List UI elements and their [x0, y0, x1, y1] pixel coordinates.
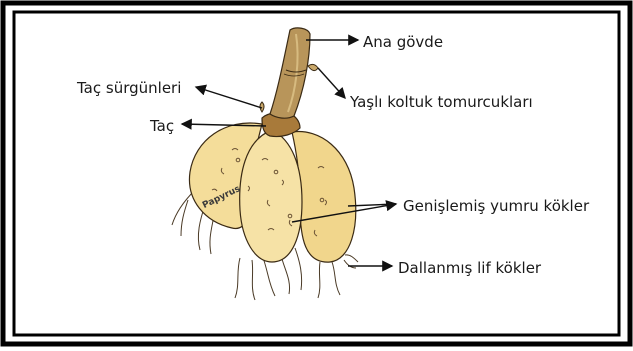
arrow-tac-surgunleri: [196, 87, 262, 108]
arrow-yasli-koltuk: [318, 68, 345, 98]
label-tac: Taç: [150, 117, 174, 135]
axillary-bud: [308, 64, 318, 70]
label-yasli-koltuk: Yaşlı koltuk tomurcukları: [350, 93, 533, 111]
label-tac-surgunleri: Taç sürgünleri: [77, 79, 181, 97]
label-dallanmis: Dallanmış lif kökler: [398, 259, 541, 277]
label-genislemis: Genişlemiş yumru kökler: [403, 197, 589, 215]
label-ana-govde: Ana gövde: [363, 33, 443, 51]
tubers: [189, 123, 355, 262]
